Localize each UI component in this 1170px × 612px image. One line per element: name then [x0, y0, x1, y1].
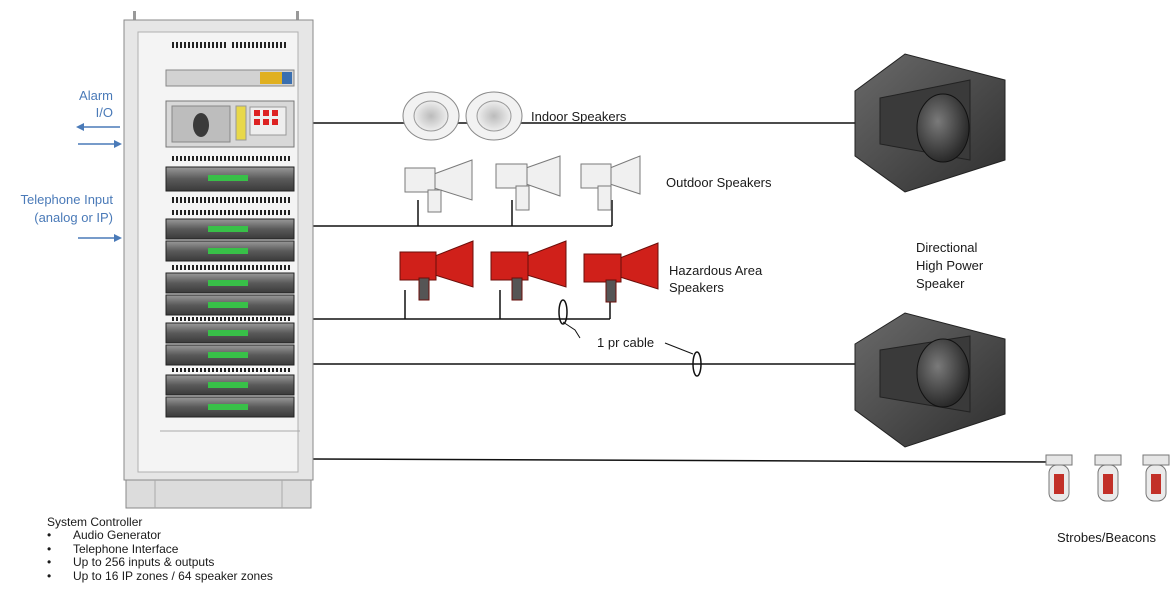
strobe-line — [311, 458, 1061, 463]
feature-item: Telephone Interface — [47, 542, 273, 557]
directional-speaker-1 — [854, 53, 1006, 193]
cable-marker-1 — [558, 299, 568, 325]
controller-title: System Controller — [47, 515, 143, 529]
strobe-2 — [1094, 454, 1122, 502]
indoor-speakers — [402, 91, 523, 141]
directional-speaker-2 — [854, 312, 1006, 448]
alarm-label: Alarm — [79, 88, 113, 103]
cable-leader-1 — [562, 321, 581, 339]
strobes-label: Strobes/Beacons — [1057, 530, 1157, 545]
strobe-1 — [1045, 454, 1073, 502]
outdoor-speakers-label: Outdoor Speakers — [666, 175, 772, 190]
wiring — [311, 122, 1061, 463]
hazardous-area-label-1: Hazardous Area — [669, 263, 763, 278]
strobe-3 — [1142, 454, 1170, 502]
directional-label-3: Speaker — [916, 276, 965, 291]
telephone-input-sub-label: (analog or IP) — [34, 210, 113, 225]
system-controller-cabinet — [123, 11, 314, 509]
hazardous-area-speakers — [399, 240, 659, 303]
outdoor-speaker-2 — [495, 155, 561, 211]
directional-label-1: Directional — [916, 240, 978, 255]
cable-marker-2 — [692, 351, 702, 377]
feature-item: Audio Generator — [47, 528, 273, 543]
io-arrows — [76, 123, 122, 242]
cable-leader-2 — [664, 342, 694, 355]
hazardous-speaker-1 — [399, 240, 474, 301]
cable-label: 1 pr cable — [597, 335, 655, 350]
amplifier-stack — [165, 166, 295, 418]
indoor-speakers-label: Indoor Speakers — [531, 109, 627, 124]
feature-item: Up to 16 IP zones / 64 speaker zones — [47, 569, 273, 584]
strobes-beacons — [1045, 454, 1170, 502]
io-label: I/O — [95, 105, 113, 120]
hazardous-area-label-2: Speakers — [669, 280, 724, 295]
feature-item: Up to 256 inputs & outputs — [47, 555, 273, 570]
controller-feature-list: Audio Generator Telephone Interface Up t… — [47, 528, 273, 584]
outdoor-speaker-1 — [404, 159, 473, 213]
outdoor-speakers — [404, 155, 641, 213]
hazardous-speaker-3 — [583, 242, 659, 303]
outdoor-speaker-3 — [580, 155, 641, 211]
directional-label-2: High Power — [916, 258, 984, 273]
hazardous-speaker-2 — [490, 240, 567, 301]
telephone-input-label: Telephone Input — [20, 192, 113, 207]
